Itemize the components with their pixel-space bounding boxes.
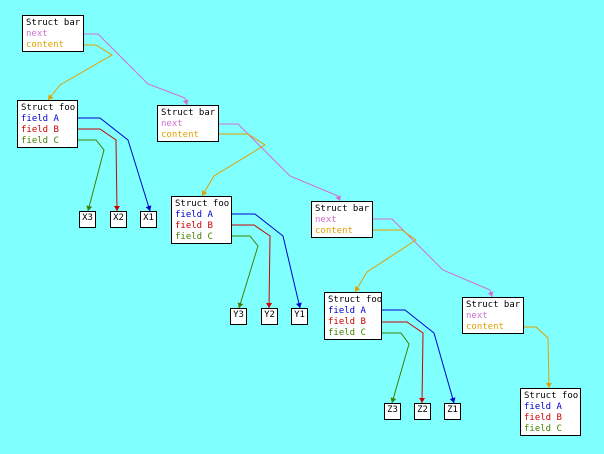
field-a-edge-1-arrowhead	[145, 205, 152, 211]
next-edge-1-arrowhead	[182, 99, 189, 105]
next-field: next	[466, 311, 488, 321]
field-b: field B	[21, 125, 59, 135]
leaf-node-z2[interactable]: Z2	[414, 403, 431, 420]
field-c-edge-2-arrowhead	[237, 302, 244, 308]
next-edge-2-arrowhead	[335, 195, 341, 201]
field-c-edge-1	[78, 139, 105, 212]
content-edge-3	[354, 229, 417, 293]
field-a: field A	[328, 306, 366, 316]
field-c-edge-3-arrowhead	[390, 397, 397, 403]
leaf-node-y2[interactable]: Y2	[261, 308, 278, 325]
struct-foo-title: Struct foo	[175, 199, 230, 209]
struct-bar-node-1[interactable]: Struct bar next content	[22, 15, 84, 52]
field-b: field B	[175, 221, 213, 231]
field-c: field C	[175, 232, 213, 242]
content-edge-1-arrowhead	[48, 94, 54, 100]
content-edge-3-arrowhead	[355, 286, 361, 292]
field-b-edge-1-arrowhead	[113, 205, 120, 211]
struct-foo-node-3[interactable]: Struct foo field A field B field C	[324, 292, 382, 340]
leaf-node-z3[interactable]: Z3	[384, 403, 401, 420]
field-a: field A	[524, 402, 562, 412]
field-b: field B	[328, 317, 366, 327]
leaf-node-y3[interactable]: Y3	[230, 308, 247, 325]
struct-bar-node-2[interactable]: Struct bar next content	[157, 105, 219, 142]
field-b-edge-2	[232, 224, 271, 309]
field-a: field A	[21, 114, 59, 124]
leaf-node-y1[interactable]: Y1	[291, 308, 308, 325]
field-a-edge-3-arrowhead	[449, 397, 456, 403]
leaf-node-z1[interactable]: Z1	[444, 403, 461, 420]
field-c: field C	[328, 328, 366, 338]
field-c-edge-2	[232, 235, 259, 309]
field-b-edge-2-arrowhead	[266, 302, 273, 308]
next-field: next	[315, 215, 337, 225]
content-edge-1	[47, 44, 113, 101]
field-b-edge-3	[382, 321, 424, 404]
field-c-edge-1-arrowhead	[86, 205, 93, 211]
struct-foo-node-2[interactable]: Struct foo field A field B field C	[171, 196, 232, 244]
field-a-edge-3	[382, 309, 455, 404]
next-edge-3	[373, 218, 493, 298]
field-a-edge-2-arrowhead	[295, 302, 302, 308]
next-field: next	[161, 119, 183, 129]
struct-bar-title: Struct bar	[466, 300, 521, 310]
field-c: field C	[524, 424, 562, 434]
content-edge-2	[201, 133, 266, 197]
content-field: content	[315, 226, 353, 236]
content-edge-4-arrowhead	[545, 382, 552, 388]
field-c-edge-3	[382, 332, 410, 404]
struct-foo-title: Struct foo	[21, 103, 76, 113]
struct-foo-node-4[interactable]: Struct foo field A field B field C	[520, 388, 581, 436]
content-field: content	[466, 322, 504, 332]
struct-bar-title: Struct bar	[26, 18, 81, 28]
content-field: content	[26, 40, 64, 50]
field-a: field A	[175, 210, 213, 220]
struct-bar-node-4[interactable]: Struct bar next content	[462, 297, 524, 334]
struct-bar-title: Struct bar	[161, 108, 216, 118]
leaf-node-x1[interactable]: X1	[140, 211, 157, 228]
struct-foo-title: Struct foo	[524, 391, 579, 401]
next-edge-1	[84, 33, 188, 106]
struct-foo-title: Struct foo	[328, 295, 383, 305]
next-field: next	[26, 29, 48, 39]
content-field: content	[161, 130, 199, 140]
struct-bar-title: Struct bar	[315, 204, 370, 214]
field-b: field B	[524, 413, 562, 423]
struct-bar-node-3[interactable]: Struct bar next content	[311, 201, 373, 238]
field-b-edge-3-arrowhead	[419, 397, 426, 403]
field-b-edge-1	[78, 128, 118, 212]
leaf-node-x3[interactable]: X3	[79, 211, 96, 228]
content-edge-2-arrowhead	[202, 190, 208, 196]
field-a-edge-1	[78, 117, 151, 212]
struct-foo-node-1[interactable]: Struct foo field A field B field C	[17, 100, 78, 148]
content-edge-4	[524, 326, 550, 389]
next-edge-3-arrowhead	[487, 291, 494, 297]
field-a-edge-2	[232, 213, 301, 309]
leaf-node-x2[interactable]: X2	[110, 211, 127, 228]
field-c: field C	[21, 136, 59, 146]
